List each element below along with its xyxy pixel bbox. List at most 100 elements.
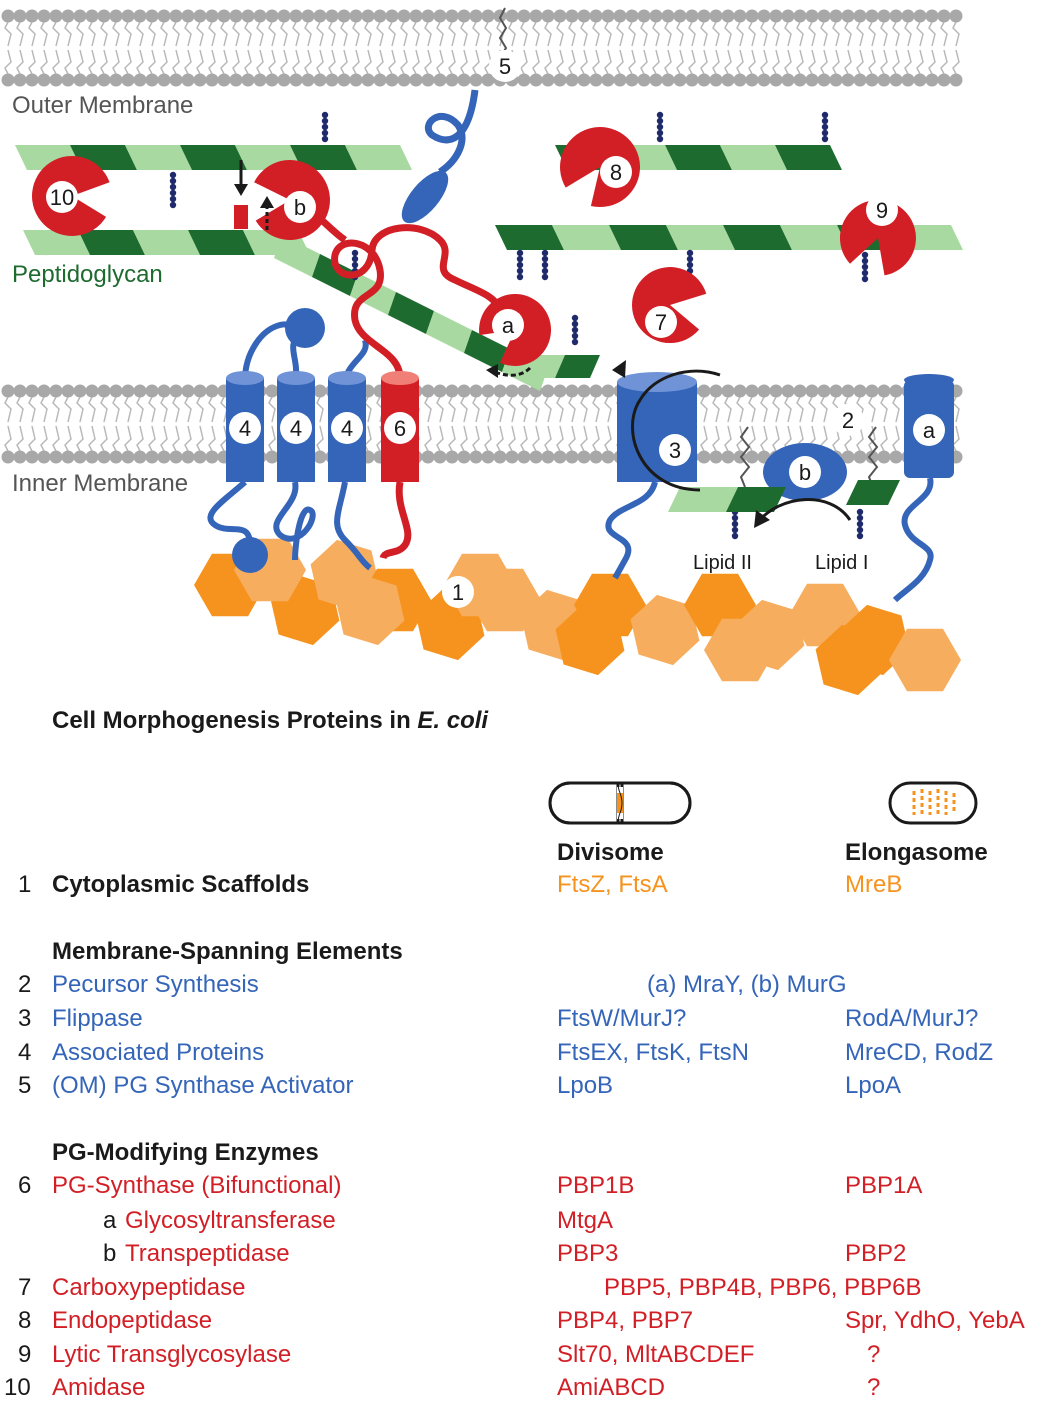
row-category: Transpeptidase — [125, 1240, 290, 1267]
marker-label: 6 — [394, 416, 406, 441]
row-number: b — [103, 1240, 117, 1267]
transpeptidation-arrows — [234, 160, 532, 378]
glycan-unit — [188, 230, 255, 255]
marker-m7: 7 — [645, 306, 677, 338]
row-category: Glycosyltransferase — [125, 1207, 336, 1234]
row-elongasome-value: PBP2 — [845, 1240, 907, 1267]
row-number: 4 — [18, 1039, 32, 1066]
marker-label: 4 — [239, 416, 251, 441]
outer-membrane — [1, 9, 963, 87]
row-elongasome-value: PBP1A — [845, 1172, 923, 1199]
row-number: 10 — [4, 1374, 31, 1401]
row-divisome-value: FtsZ, FtsA — [557, 871, 668, 898]
marker-label: 10 — [50, 185, 74, 210]
glycan-unit — [666, 225, 735, 250]
row-shared-value: (a) MraY, (b) MurG — [647, 971, 847, 998]
row-divisome-value: AmiABCD — [557, 1374, 666, 1401]
table-title: Cell Morphogenesis Proteins in E. coli — [52, 707, 489, 734]
flippase-3 — [605, 372, 697, 580]
row-elongasome-value: RodA/MurJ? — [845, 1005, 979, 1032]
marker-label: a — [923, 418, 936, 443]
row-number: 5 — [18, 1072, 32, 1099]
row-number: 1 — [18, 871, 32, 898]
marker-label: 7 — [655, 310, 667, 335]
marker-m6: 6 — [384, 412, 416, 444]
row-number: 8 — [18, 1307, 32, 1334]
marker-label: 9 — [876, 198, 888, 223]
marker-m4c: 4 — [331, 412, 363, 444]
marker-m1: 1 — [442, 576, 474, 608]
inner-membrane-label: Inner Membrane — [12, 470, 188, 497]
peptidoglycan-label: Peptidoglycan — [12, 261, 163, 288]
marker-label: b — [799, 460, 811, 485]
row-category: Associated Proteins — [52, 1039, 265, 1066]
row-divisome-value: LpoB — [557, 1072, 614, 1099]
marker-m8: 8 — [600, 156, 632, 188]
scaffold-subunit — [630, 594, 700, 666]
row-number: 6 — [18, 1172, 32, 1199]
marker-m5: 5 — [489, 50, 521, 82]
row-number: 9 — [18, 1341, 32, 1368]
scaffold-subunit — [889, 628, 961, 692]
cell-envelope-diagram: Outer Membrane Inner Membrane Peptidogly… — [1, 7, 963, 696]
row-divisome-value: PBP1B — [557, 1172, 635, 1199]
row-shared-value: PBP5, PBP4B, PBP6, PBP6B — [604, 1274, 922, 1301]
row-elongasome-value: MreCD, RodZ — [845, 1039, 994, 1066]
marker-mb_im: b — [789, 456, 821, 488]
nascent-glycan-unit — [312, 254, 358, 296]
marker-mb_pg: b — [284, 191, 316, 223]
glycan-unit — [665, 145, 732, 170]
column-header-elongasome: Elongasome — [845, 839, 988, 866]
nascent-glycan-unit — [426, 311, 472, 353]
row-divisome-value: PBP3 — [557, 1240, 619, 1267]
glycan-unit — [125, 145, 192, 170]
row-category: Amidase — [52, 1374, 146, 1401]
marker-label: a — [502, 313, 515, 338]
marker-label: 8 — [610, 160, 622, 185]
glycan-unit — [780, 225, 849, 250]
row-divisome-value: MtgA — [557, 1207, 614, 1234]
marker-label: 4 — [290, 416, 302, 441]
glycan-unit — [495, 225, 564, 250]
glycan-unit — [775, 145, 842, 170]
marker-m2: 2 — [832, 404, 864, 436]
marker-m10: 10 — [46, 181, 78, 213]
marker-ma_im: a — [913, 414, 945, 446]
row-category: PG-Synthase (Bifunctional) — [52, 1172, 342, 1199]
glycan-unit — [133, 230, 200, 255]
marker-m9: 9 — [866, 194, 898, 226]
marker-ma_pg: a — [492, 309, 524, 341]
elongasome-cell-icon — [888, 781, 978, 825]
glycan-unit — [23, 230, 90, 255]
row-category: Flippase — [52, 1005, 143, 1032]
row-number: 2 — [18, 971, 32, 998]
row-elongasome-value: ? — [867, 1341, 881, 1368]
diagram-markers: 1 2 3 4 4 4 5 6 7 8 9 10 a b a b — [46, 50, 945, 608]
divisome-cell-icon — [548, 781, 692, 825]
row-category: Cytoplasmic Scaffolds — [52, 871, 310, 898]
glycan-unit — [180, 145, 247, 170]
glycan-unit — [345, 145, 412, 170]
marker-label: b — [294, 195, 306, 220]
row-elongasome-value: Spr, YdhO, YebA — [845, 1307, 1025, 1334]
row-number: 3 — [18, 1005, 32, 1032]
row-elongasome-value: MreB — [845, 871, 903, 898]
row-divisome-value: FtsEX, FtsK, FtsN — [557, 1039, 750, 1066]
row-divisome-value: PBP4, PBP7 — [557, 1307, 694, 1334]
scaffold-subunit — [704, 618, 776, 682]
lipid-ii-label: Lipid II — [693, 552, 752, 574]
row-number: 7 — [18, 1274, 32, 1301]
marker-label: 3 — [669, 438, 681, 463]
row-number: a — [103, 1207, 117, 1234]
marker-m3: 3 — [659, 434, 691, 466]
lipid-intermediates — [612, 360, 900, 528]
marker-label: 2 — [842, 408, 854, 433]
glycan-unit — [552, 225, 621, 250]
row-divisome-value: FtsW/MurJ? — [557, 1005, 687, 1032]
row-category: (OM) PG Synthase Activator — [52, 1072, 354, 1099]
lipid-i-label: Lipid I — [815, 552, 868, 574]
row-divisome-value: Slt70, MltABCDEF — [557, 1341, 755, 1368]
glycan-unit — [720, 145, 787, 170]
row-category: Pecursor Synthesis — [52, 971, 259, 998]
outer-membrane-label: Outer Membrane — [12, 92, 193, 119]
